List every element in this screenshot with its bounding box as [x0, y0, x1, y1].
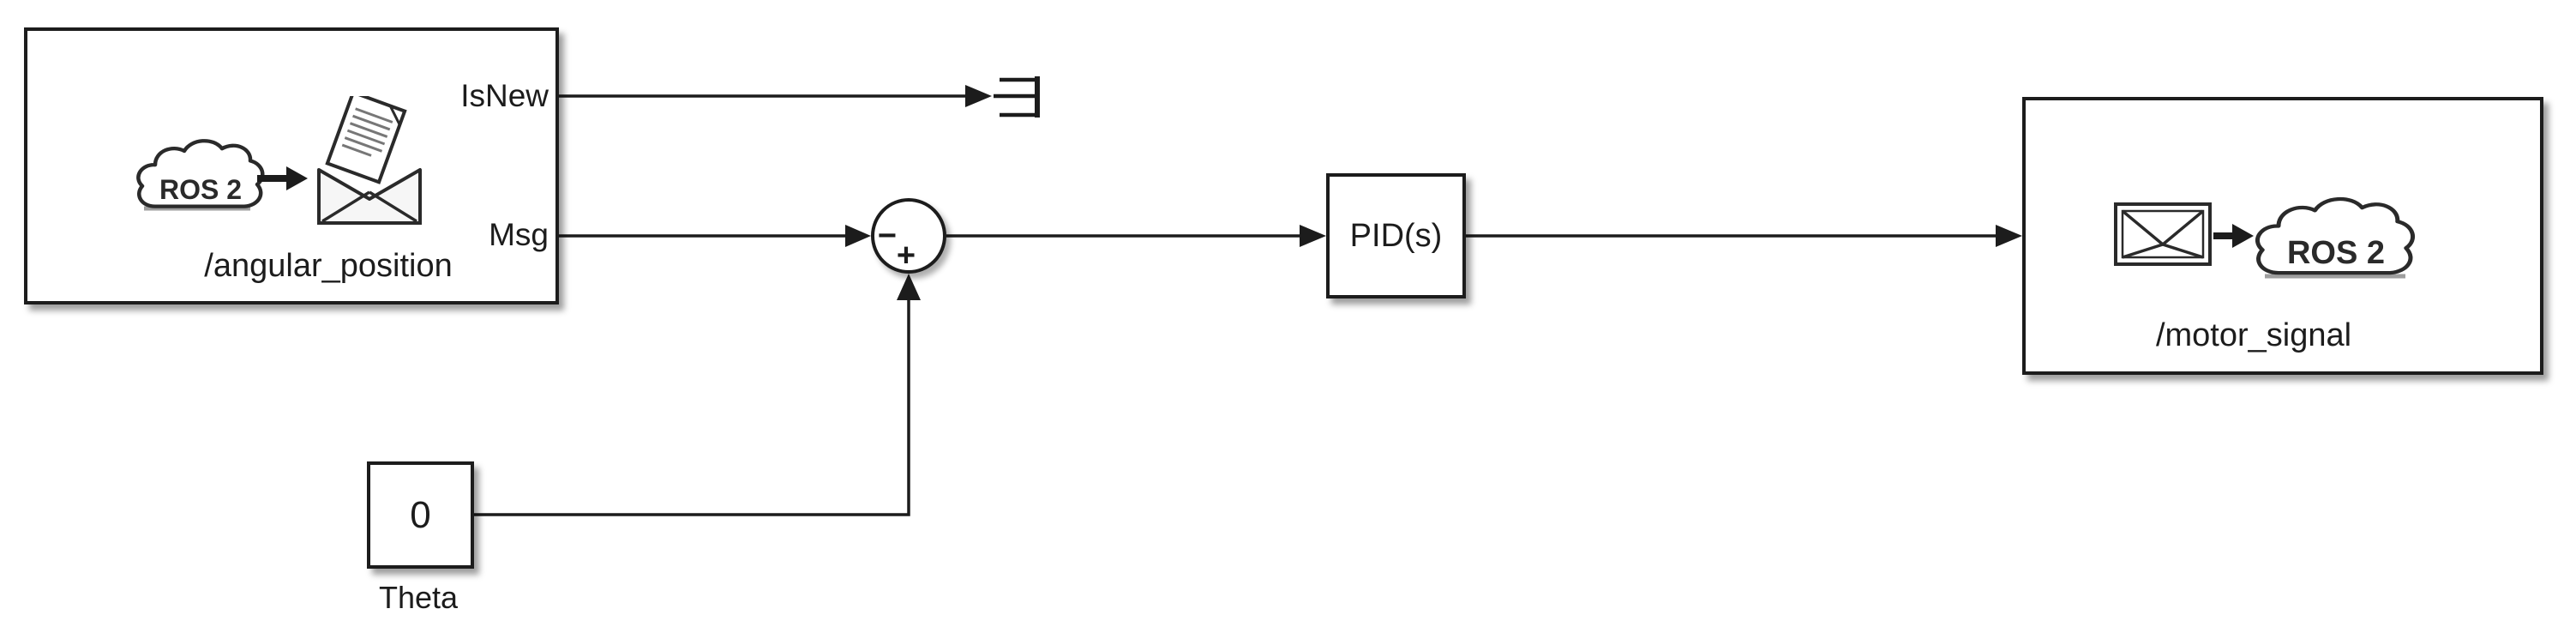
publisher-cloud-label: ROS 2: [2287, 235, 2385, 271]
sum-plus-sign: +: [896, 238, 916, 274]
wire-pid-to-publisher-arrowhead: [1996, 225, 2022, 247]
closed-envelope-icon: [2114, 202, 2212, 266]
wire-constant-to-sum-arrowhead: [897, 274, 921, 300]
wire-isnew-arrowhead: [965, 85, 992, 107]
ros2-cloud-icon: ROS 2: [136, 139, 265, 211]
ros2-cloud-icon: ROS 2: [2255, 196, 2416, 279]
constant-value: 0: [410, 493, 431, 536]
port-label-isnew: IsNew: [460, 78, 549, 113]
constant-name-label: Theta: [378, 580, 459, 615]
ros2-publish-icon: ROS 2: [2114, 196, 2416, 279]
open-envelope-icon: [317, 96, 422, 225]
pid-label: PID(s): [1349, 217, 1443, 254]
ros2-subscribe-block[interactable]: ROS 2 IsNew Msg /angular_position: [24, 27, 559, 304]
publisher-topic-label: /motor_signal: [2155, 317, 2352, 353]
sum-minus-sign: −: [877, 218, 898, 254]
publish-arrow-icon: [2213, 224, 2254, 248]
wire-sum-to-pid-arrowhead: [1300, 225, 1326, 247]
ros2-publish-block[interactable]: ROS 2 /motor_signal: [2022, 97, 2543, 375]
subscribe-arrow-icon: [257, 166, 308, 190]
ros2-subscribe-icon: ROS 2: [136, 96, 422, 225]
port-label-msg: Msg: [489, 217, 549, 252]
constant-block[interactable]: 0: [367, 461, 474, 569]
sum-block[interactable]: − +: [871, 198, 946, 274]
wire-msg-arrowhead: [845, 225, 871, 247]
pid-controller-block[interactable]: PID(s): [1326, 173, 1466, 298]
wire-constant-to-sum[interactable]: [474, 300, 910, 516]
terminator-icon[interactable]: [994, 76, 1040, 118]
subscriber-topic-label: /angular_position: [204, 248, 453, 284]
subscriber-cloud-label: ROS 2: [159, 174, 242, 205]
